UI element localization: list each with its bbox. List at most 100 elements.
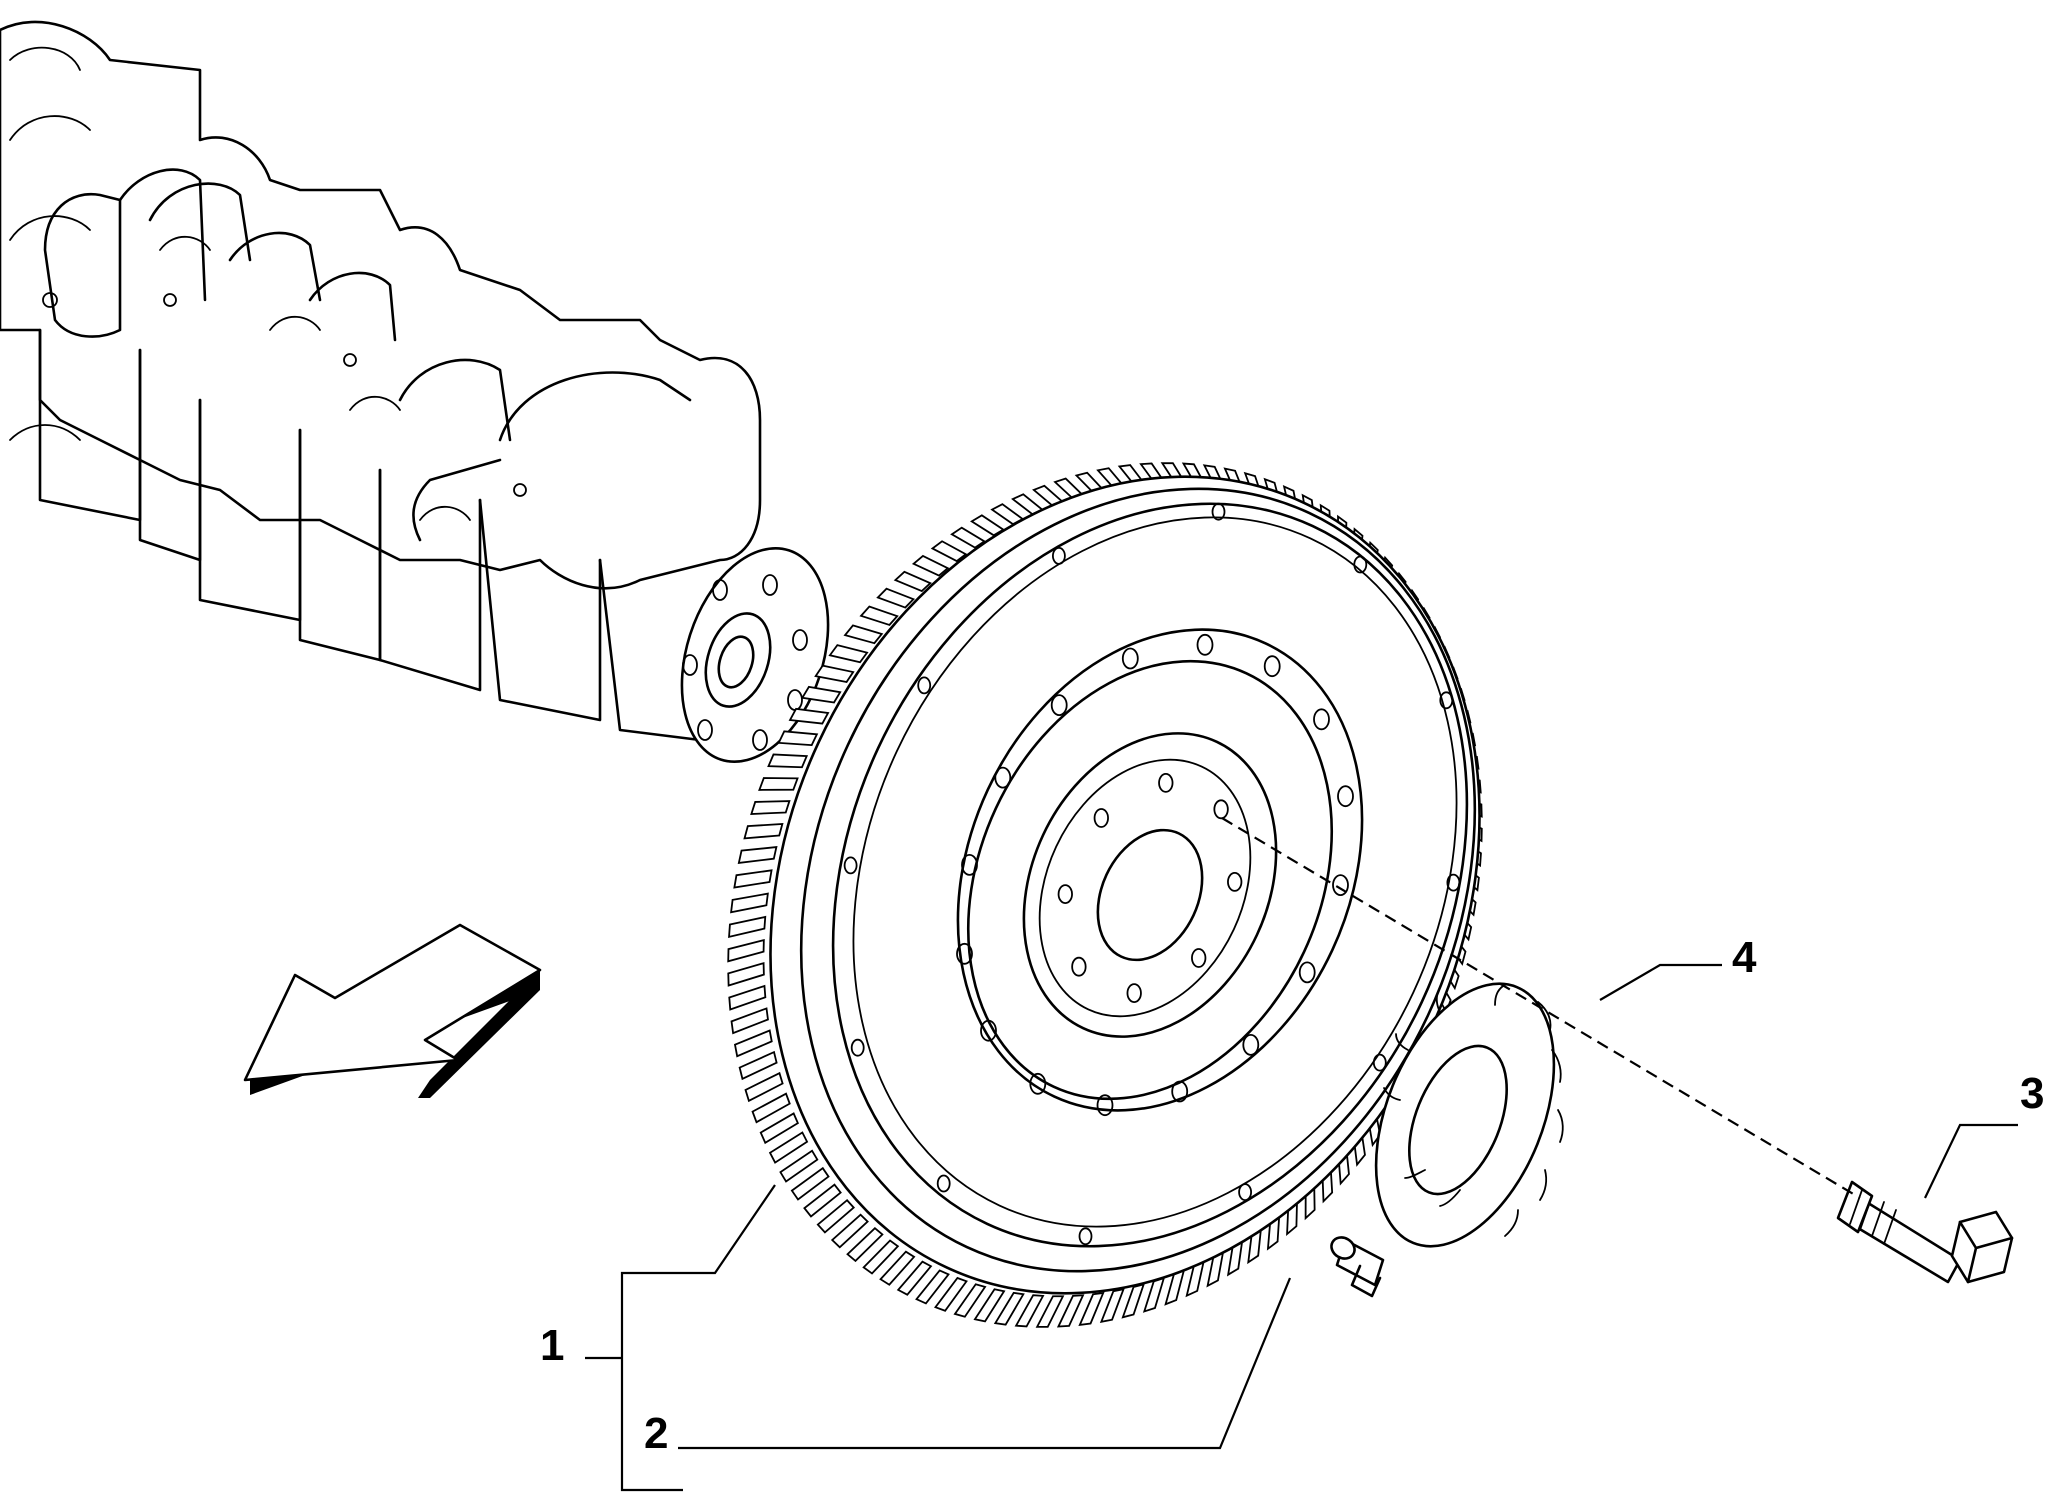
flywheel-mid-holes (956, 633, 1354, 1117)
bolt-hole (961, 854, 978, 876)
bolt-hole (1158, 773, 1174, 793)
gear-tooth (950, 526, 986, 549)
gear-tooth (893, 570, 932, 593)
gear-tooth (730, 1007, 769, 1035)
gear-tooth (814, 664, 855, 684)
gear-tooth (743, 822, 784, 840)
bolt-hole (980, 1019, 997, 1042)
bolt-hole (1126, 983, 1142, 1003)
flywheel-inner-holes (1057, 773, 1243, 1003)
gear-tooth (933, 1276, 968, 1312)
bolt-hole (1213, 799, 1229, 820)
gear-tooth (1035, 1295, 1065, 1328)
gear-tooth (843, 624, 884, 645)
gear-tooth (727, 961, 765, 987)
bolt-hole (994, 766, 1012, 789)
callout-3: 3 (2020, 1069, 2044, 1118)
bolt-hole (1372, 1053, 1387, 1072)
flywheel-outer-holes (843, 502, 1461, 1246)
callout-4: 4 (1732, 933, 1757, 982)
gear-tooth (803, 1183, 842, 1218)
gear-tooth (953, 1283, 987, 1318)
gear-tooth (1121, 1283, 1146, 1319)
bolt-hole (1078, 1227, 1093, 1246)
bolt-hole (1227, 872, 1243, 892)
bolt-hole (1211, 502, 1226, 521)
gear-tooth (733, 1029, 773, 1058)
gear-tooth (728, 984, 767, 1011)
bolt-hole (1071, 956, 1087, 977)
direction-arrow-icon (243, 923, 542, 1098)
bolt-hole (1332, 874, 1349, 896)
bolt-hole (850, 1038, 865, 1057)
bolt-hole (843, 856, 858, 875)
gear-tooth (930, 540, 968, 563)
gear-tooth (733, 869, 773, 889)
bolt-hole (1238, 1183, 1252, 1201)
gear-tooth (777, 730, 819, 747)
bolt-hole (936, 1174, 951, 1193)
gear-tooth (1078, 1291, 1105, 1326)
bolt-alignment-axis (1221, 817, 1861, 1199)
gear-tooth (727, 938, 765, 963)
gear-tooth (1056, 1294, 1085, 1328)
callout-leaders (585, 963, 2018, 1492)
bolt-hole (956, 942, 973, 965)
gear-tooth (846, 1226, 884, 1263)
bolt-hole (1121, 647, 1139, 670)
gear-tooth (730, 892, 769, 914)
gear-tooth (816, 1198, 856, 1234)
gear-tooth (862, 1239, 900, 1275)
bolt-hole (1050, 694, 1068, 716)
gear-tooth (750, 800, 791, 815)
gear-tooth (876, 587, 916, 609)
gear-tooth (738, 1050, 778, 1081)
gear-tooth (1014, 1294, 1045, 1328)
callout-2: 2 (644, 1409, 668, 1458)
gear-tooth (728, 915, 767, 938)
flywheel (727, 462, 1483, 1328)
gear-tooth (879, 1250, 916, 1286)
bolt-hole (1029, 1072, 1047, 1095)
gear-tooth (779, 1149, 819, 1183)
gear-tooth (758, 777, 799, 791)
gear-tooth (896, 1260, 933, 1296)
bolt-hole (1057, 884, 1073, 904)
gear-tooth (993, 1291, 1025, 1326)
gear-tooth (1099, 1288, 1125, 1323)
bolt-hole (1052, 547, 1066, 565)
crankshaft (0, 20, 830, 764)
washer-plate (1374, 982, 1564, 1248)
gear-tooth (767, 753, 809, 769)
gear-tooth (744, 1071, 784, 1103)
bolt-hole (1096, 1094, 1114, 1117)
gear-tooth (911, 554, 950, 577)
bolt-hole (1263, 655, 1281, 678)
gear-tooth (859, 605, 899, 626)
gear-tooth (828, 644, 869, 664)
gear-tooth (800, 685, 842, 704)
bolt-hole (1171, 1080, 1189, 1103)
bolt-hole (1446, 873, 1461, 892)
bolt-hole (1093, 808, 1109, 828)
bolt-hole (1313, 708, 1330, 731)
gear-tooth (790, 1166, 830, 1201)
bolt-hole (1337, 785, 1354, 808)
gear-tooth (759, 1112, 800, 1145)
gear-tooth (737, 846, 778, 864)
dowel-pin (1330, 1236, 1385, 1298)
flywheel-bolt (1836, 1180, 2014, 1284)
bolt-hole (1196, 633, 1214, 656)
callout-1: 1 (540, 1321, 564, 1370)
bolt-hole (1298, 961, 1316, 984)
gear-tooth (768, 1131, 809, 1164)
bolt-hole (917, 676, 932, 695)
gear-tooth (788, 707, 830, 725)
gear-tooth (830, 1213, 869, 1249)
bolt-hole (1439, 691, 1454, 710)
gear-tooth (915, 1269, 950, 1305)
bolt-hole (1353, 555, 1368, 574)
gear-tooth (973, 1288, 1006, 1323)
bolt-hole (1191, 948, 1207, 968)
